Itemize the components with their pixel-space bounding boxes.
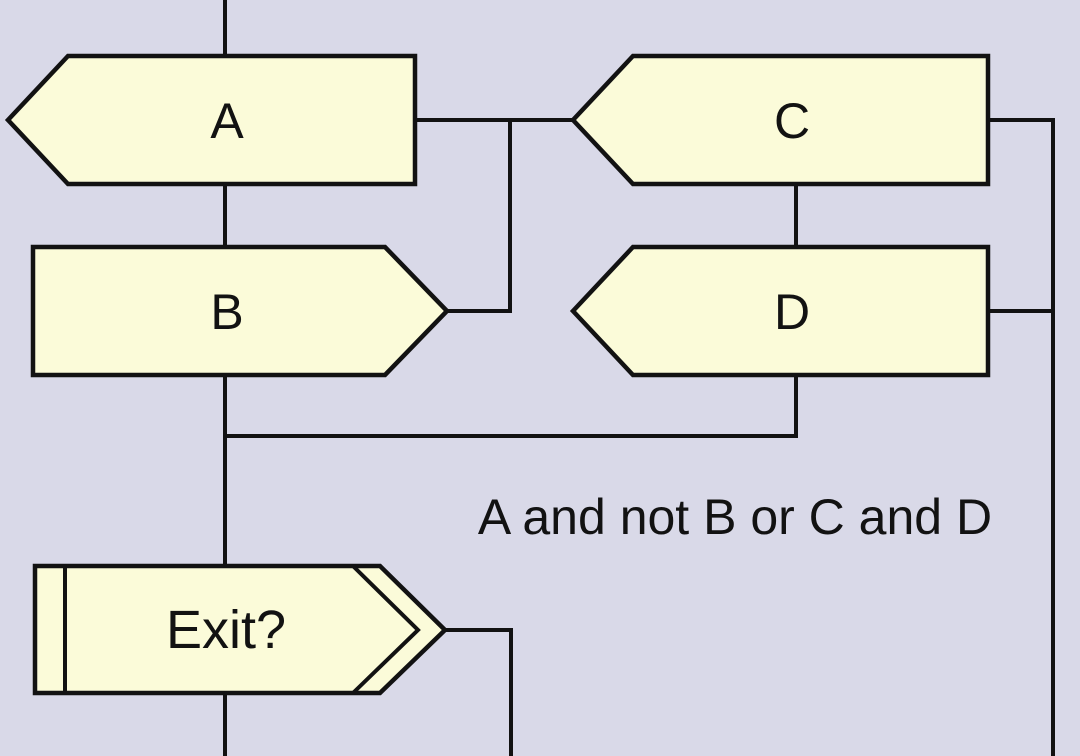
nodes: A C B D Exit? <box>4 53 991 696</box>
connectors <box>223 0 1055 756</box>
connector-exit-out <box>445 628 513 756</box>
node-c-label: C <box>774 93 810 149</box>
node-a-label: A <box>210 93 244 149</box>
node-d: D <box>569 244 991 378</box>
node-exit-shape <box>32 563 449 696</box>
node-d-label: D <box>774 284 810 340</box>
node-a: A <box>4 53 418 187</box>
node-b: B <box>30 244 451 378</box>
node-c: C <box>569 53 991 187</box>
node-exit: Exit? <box>32 563 449 696</box>
node-exit-label: Exit? <box>166 600 286 660</box>
connector-d-merge <box>225 374 798 438</box>
node-exit-inner-chevron <box>351 564 421 695</box>
node-b-shape <box>30 244 451 378</box>
node-c-shape <box>569 53 991 187</box>
node-b-label: B <box>210 284 243 340</box>
node-a-shape <box>4 53 418 187</box>
connector-split-to-b-tip <box>447 120 512 313</box>
condition-annotation: A and not B or C and D <box>478 489 992 545</box>
connector-c-right-down <box>988 118 1055 756</box>
node-d-shape <box>569 244 991 378</box>
